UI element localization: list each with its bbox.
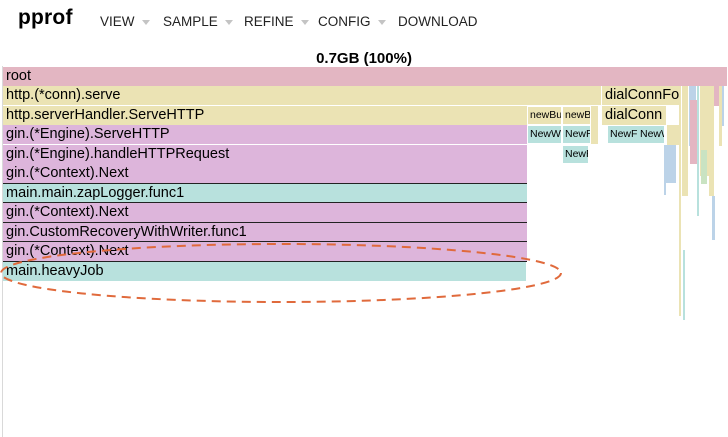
flame-frame[interactable]: NewW: [638, 126, 664, 143]
flame-frame-thin[interactable]: [722, 86, 724, 126]
flame-frame-thin[interactable]: [679, 86, 681, 316]
flame-frame-thin[interactable]: [664, 145, 666, 195]
flame-frame[interactable]: gin.(*Context).Next: [3, 203, 527, 222]
flame-frame-thin[interactable]: [714, 86, 720, 106]
app-logo[interactable]: pprof: [18, 6, 73, 29]
flame-frame-thin[interactable]: [700, 86, 709, 176]
flame-frame[interactable]: http.serverHandler.ServeHTTP: [3, 106, 527, 125]
flame-frame-thin[interactable]: [683, 250, 685, 320]
flame-frame[interactable]: gin.(*Engine).handleHTTPRequest: [3, 145, 527, 164]
flame-frame-thin[interactable]: [666, 145, 676, 183]
flame-frame-thin[interactable]: [701, 150, 707, 184]
chevron-down-icon: [300, 19, 309, 25]
menu-view[interactable]: VIEW: [100, 14, 150, 29]
menu-download-label: DOWNLOAD: [398, 14, 478, 29]
top-bar: pprof VIEW SAMPLE REFINE CONFIG DOWNLOAD: [0, 0, 728, 44]
flame-frame[interactable]: NewF: [608, 126, 638, 143]
menu-download[interactable]: DOWNLOAD: [398, 14, 478, 29]
menu-view-label: VIEW: [100, 14, 135, 29]
flame-frame[interactable]: main.main.zapLogger.func1: [3, 184, 527, 203]
flame-frame[interactable]: main.heavyJob: [3, 262, 526, 281]
flame-frame[interactable]: NewR: [563, 146, 588, 163]
menu-refine-label: REFINE: [244, 14, 294, 29]
total-summary: 0.7GB (100%): [316, 50, 412, 67]
menu-config[interactable]: CONFIG: [318, 14, 386, 29]
flame-frame[interactable]: newBu: [528, 107, 561, 124]
flame-frame[interactable]: gin.(*Engine).ServeHTTP: [3, 125, 527, 144]
chevron-down-icon: [377, 19, 386, 25]
flame-frame-thin[interactable]: [697, 86, 699, 216]
flame-frame[interactable]: NewW: [528, 126, 561, 143]
menu-config-label: CONFIG: [318, 14, 371, 29]
chevron-down-icon: [224, 19, 233, 25]
chevron-down-icon: [141, 19, 150, 25]
menu-refine[interactable]: REFINE: [244, 14, 309, 29]
flame-frame[interactable]: newB: [563, 107, 590, 124]
flame-frame-thin[interactable]: [690, 100, 698, 164]
flame-frame-thin[interactable]: [682, 86, 688, 196]
flame-frame[interactable]: root: [3, 67, 727, 86]
flame-frame[interactable]: dialConnFor: [602, 86, 679, 105]
flame-frame[interactable]: gin.(*Context).Next: [3, 164, 527, 183]
flame-frame[interactable]: gin.(*Context).Next: [3, 242, 527, 261]
flame-frame-thin[interactable]: [709, 86, 714, 196]
flame-frame[interactable]: http.(*conn).serve: [3, 86, 601, 105]
flame-frame[interactable]: NewR: [563, 126, 590, 143]
flame-frame[interactable]: dialConn: [602, 106, 666, 125]
menu-sample[interactable]: SAMPLE: [163, 14, 233, 29]
flame-frame-thin[interactable]: [667, 125, 679, 145]
menu-sample-label: SAMPLE: [163, 14, 218, 29]
flame-frame-thin[interactable]: [712, 196, 715, 240]
flame-frame[interactable]: gin.CustomRecoveryWithWriter.func1: [3, 223, 527, 242]
flame-frame-thin[interactable]: [591, 106, 598, 144]
flame-frame-thin[interactable]: [3, 86, 6, 105]
flame-frame-thin[interactable]: [719, 86, 722, 146]
